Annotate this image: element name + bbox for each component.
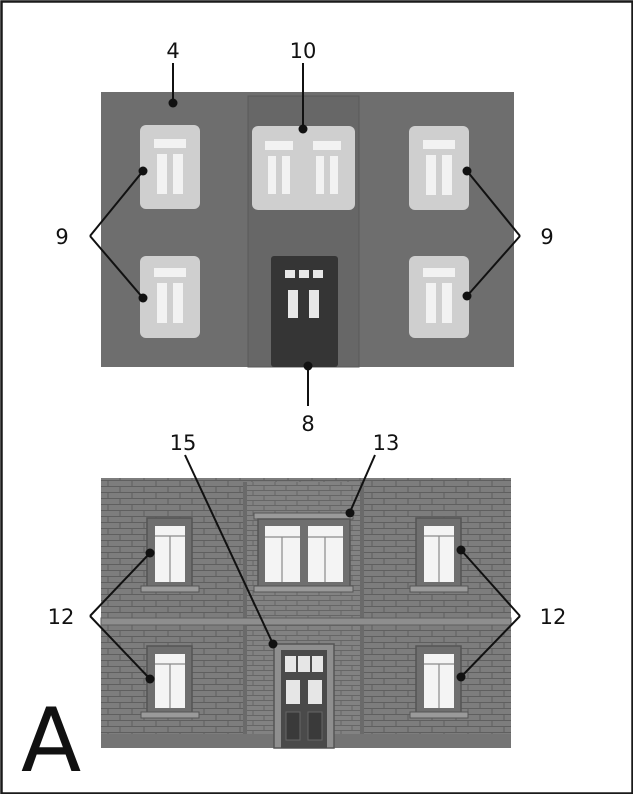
top-callout-dots — [138, 98, 472, 371]
bottom-callout-lines — [89, 454, 521, 680]
callout-label-9-right: 9 — [540, 225, 553, 249]
callout-label-13: 13 — [373, 431, 400, 455]
brick-window-left-lower — [140, 645, 200, 719]
bottom-callout-dots — [145, 508, 466, 684]
top-panel: 4 10 9 9 8 — [55, 39, 553, 436]
brick-door — [273, 643, 335, 749]
callout-label-10: 10 — [290, 39, 317, 63]
callout-label-12-left: 12 — [48, 605, 75, 629]
top-window-right-lower — [409, 256, 469, 338]
top-window-center — [252, 126, 355, 210]
top-window-right-upper — [409, 126, 469, 210]
top-window-left-upper — [140, 125, 200, 209]
brick-window-left-upper — [140, 517, 200, 593]
figure-letter: A — [21, 689, 81, 792]
callout-label-8: 8 — [301, 412, 314, 436]
brick-window-right-lower — [409, 645, 469, 719]
floor-cornice — [100, 617, 512, 626]
top-callout-lines — [89, 63, 521, 406]
brick-window-right-upper — [409, 517, 469, 593]
callout-label-15: 15 — [170, 431, 197, 455]
callout-label-12-right: 12 — [540, 605, 567, 629]
brick-window-center — [253, 512, 354, 593]
bottom-panel: 15 13 12 12 — [48, 431, 567, 749]
callout-label-9-left: 9 — [55, 225, 68, 249]
top-window-left-lower — [140, 256, 200, 338]
callout-label-4: 4 — [166, 39, 179, 63]
top-door — [271, 256, 338, 367]
